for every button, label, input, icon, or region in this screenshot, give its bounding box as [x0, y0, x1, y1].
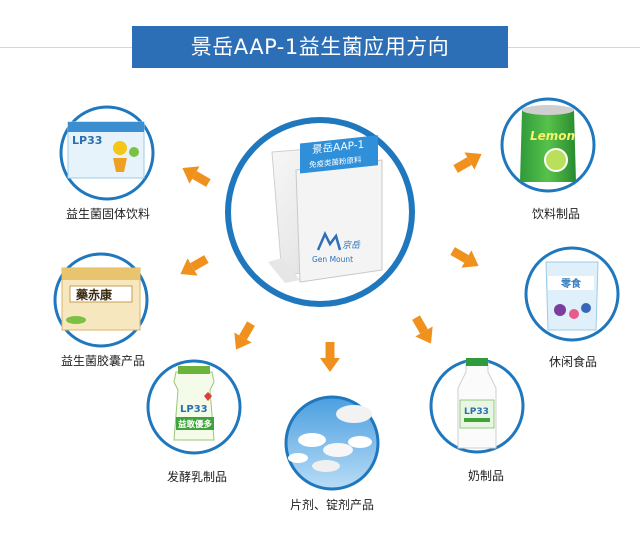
arrow-to-fermented: [234, 321, 255, 350]
berry-icon: [554, 304, 566, 316]
beverage-brand: Lemon: [530, 129, 575, 143]
kid-figure-icon: [113, 141, 127, 155]
label-beverage: 饮料制品: [531, 207, 581, 221]
label-fermented: 发酵乳制品: [166, 470, 228, 484]
solid-drink-brand: LP33: [72, 134, 102, 147]
brand-logo-icon: [316, 231, 342, 251]
fermented-brand-sub: 益敢優多: [178, 419, 213, 430]
arrow-to-capsule: [180, 255, 209, 276]
snack-label: 零食: [560, 277, 582, 290]
capsule-circle: 藥赤康: [53, 252, 149, 348]
label-tablet: 片剂、锭剂产品: [289, 498, 375, 512]
milk-brand: LP33: [464, 407, 489, 417]
tablet-circle: [284, 395, 380, 491]
arrow-to-beverage: [453, 152, 482, 173]
lemon-can: [520, 110, 576, 182]
packet-line1: 景岳AAP-1: [312, 139, 364, 156]
milk-circle: LP33: [429, 358, 525, 454]
beverage-circle: Lemon: [500, 97, 596, 193]
product-packet: 景岳AAP-1 免疫类菌粉原料 京岳 Gen Mount: [295, 135, 383, 283]
arrows: [180, 152, 482, 372]
label-solid-drink: 益生菌固体饮料: [65, 207, 151, 221]
label-milk: 奶制品: [467, 469, 505, 483]
label-snack: 休闲食品: [548, 355, 598, 369]
banner-right-rule: [508, 47, 640, 48]
packet-brand: Gen Mount: [312, 255, 353, 264]
arrow-to-tablet: [320, 342, 340, 372]
fermented-brand: LP33: [180, 404, 208, 415]
arrow-to-snack: [450, 247, 479, 268]
center-circle: 景岳AAP-1 免疫类菌粉原料 京岳 Gen Mount: [225, 117, 415, 307]
lemon-slice-icon: [544, 148, 568, 172]
heart-icon: [204, 392, 212, 401]
arrow-to-milk: [412, 315, 433, 344]
capsule-brand: 藥赤康: [75, 287, 113, 302]
page-title: 景岳AAP-1益生菌应用方向: [132, 26, 508, 68]
snack-bag: [545, 261, 599, 331]
snack-circle: 零食: [524, 246, 620, 342]
tablet-pile: [336, 405, 372, 423]
solid-drink-circle: LP33: [59, 105, 155, 201]
packet-label-band: [300, 135, 378, 174]
banner-left-rule: [0, 47, 132, 48]
label-capsule: 益生菌胶囊产品: [60, 354, 146, 368]
fermented-dairy-circle: LP33 益敢優多: [146, 359, 242, 455]
brand-logo-script: 京岳: [342, 240, 361, 251]
arrow-to-solid-drink: [182, 166, 211, 187]
